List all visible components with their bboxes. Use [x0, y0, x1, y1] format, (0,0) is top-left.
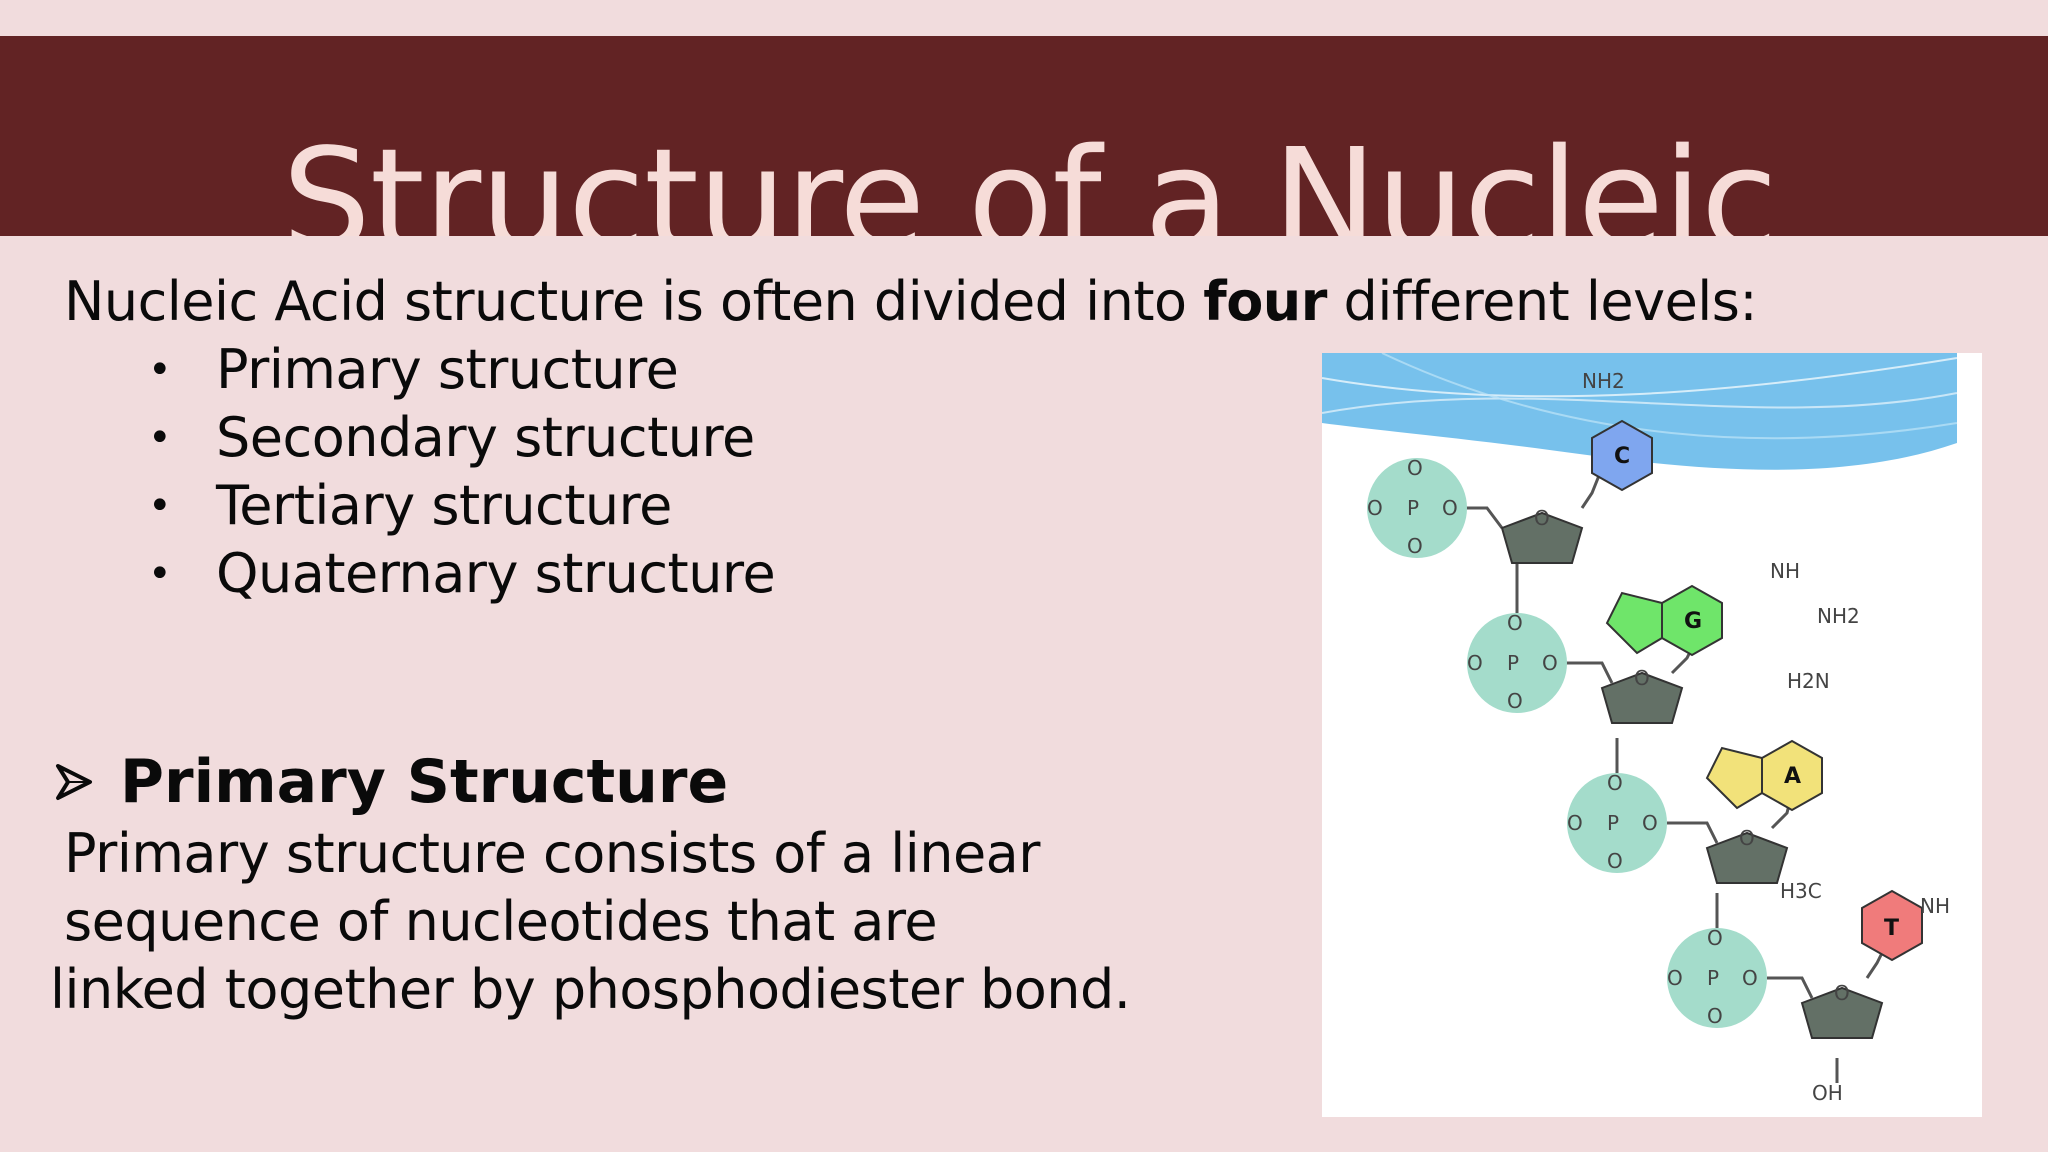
svg-text:H2N: H2N [1787, 669, 1830, 693]
base-adenine: A H2N [1705, 669, 1830, 812]
slide-title: Structure of a Nucleic [282, 119, 1778, 236]
list-item-label: Tertiary structure [216, 474, 672, 537]
list-item: • Tertiary structure [148, 472, 775, 540]
structure-levels-list: •Primary structure •Secondary structure … [148, 336, 776, 608]
svg-text:O: O [1739, 826, 1755, 850]
section-heading: Primary Structure [52, 746, 728, 818]
svg-text:O: O [1707, 926, 1723, 950]
svg-text:O: O [1607, 849, 1623, 873]
svg-text:O: O [1607, 771, 1623, 795]
svg-text:P: P [1707, 966, 1719, 990]
svg-text:NH2: NH2 [1582, 369, 1625, 393]
svg-text:T: T [1884, 916, 1899, 941]
section-heading-label: Primary Structure [120, 747, 729, 817]
hydroxyl-label: OH [1812, 1081, 1843, 1105]
bullet-icon: • [148, 347, 172, 393]
svg-text:O: O [1542, 651, 1558, 675]
svg-text:O: O [1407, 456, 1423, 480]
intro-emphasis: four [1203, 270, 1327, 333]
svg-text:P: P [1507, 651, 1519, 675]
title-bar: Structure of a Nucleic [0, 36, 2048, 236]
sugar-ring-2: O [1600, 666, 1684, 724]
base-guanine: G NH NH2 [1605, 559, 1860, 657]
svg-text:NH: NH [1920, 894, 1950, 918]
svg-text:O: O [1634, 666, 1650, 690]
list-item: • Secondary structure [148, 404, 775, 472]
paragraph-line: linked together by phosphodiester bond. [50, 958, 1131, 1021]
svg-text:O: O [1534, 506, 1550, 530]
svg-text:O: O [1507, 611, 1523, 635]
sugar-ring-4: O [1800, 981, 1884, 1039]
svg-text:O: O [1742, 966, 1758, 990]
svg-text:O: O [1467, 651, 1483, 675]
list-item-label: Quaternary structure [216, 542, 776, 605]
svg-text:P: P [1407, 496, 1419, 520]
svg-text:O: O [1367, 496, 1383, 520]
paragraph-line: sequence of nucleotides that are [64, 890, 938, 953]
svg-text:A: A [1784, 764, 1801, 789]
sugar-ring-1: O [1500, 506, 1584, 564]
intro-text: Nucleic Acid structure is often divided … [64, 268, 1758, 336]
svg-text:O: O [1442, 496, 1458, 520]
svg-text:H3C: H3C [1780, 879, 1822, 903]
svg-text:O: O [1707, 1004, 1723, 1028]
sugar-ring-3: O [1705, 826, 1789, 884]
svg-text:P: P [1607, 811, 1619, 835]
base-thymine: T H3C NH [1780, 879, 1950, 962]
svg-text:O: O [1567, 811, 1583, 835]
svg-text:NH: NH [1770, 559, 1800, 583]
list-item: • Quaternary structure [148, 540, 776, 608]
list-item-label: Primary structure [216, 338, 679, 401]
svg-text:O: O [1407, 534, 1423, 558]
arrowhead-bullet-icon [56, 764, 92, 800]
paragraph-line: Primary structure consists of a linear [64, 822, 1040, 885]
intro-text-after: different levels: [1326, 270, 1758, 333]
intro-text-before: Nucleic Acid structure is often divided … [64, 270, 1204, 333]
header-wave-graphic [1322, 353, 1958, 470]
list-item: • Primary structure [148, 336, 775, 404]
svg-text:O: O [1667, 966, 1683, 990]
base-cytosine: C NH2 [1582, 369, 1653, 492]
svg-text:O: O [1834, 981, 1850, 1005]
svg-text:O: O [1642, 811, 1658, 835]
svg-text:O: O [1507, 689, 1523, 713]
bullet-icon: • [148, 415, 172, 461]
list-item-label: Secondary structure [216, 406, 755, 469]
svg-text:NH2: NH2 [1817, 604, 1860, 628]
section-paragraph: Primary structure consists of a linear s… [50, 820, 1131, 1024]
svg-text:G: G [1684, 609, 1702, 634]
svg-text:C: C [1614, 444, 1630, 469]
bullet-icon: • [148, 551, 172, 597]
bullet-icon: • [148, 483, 172, 529]
